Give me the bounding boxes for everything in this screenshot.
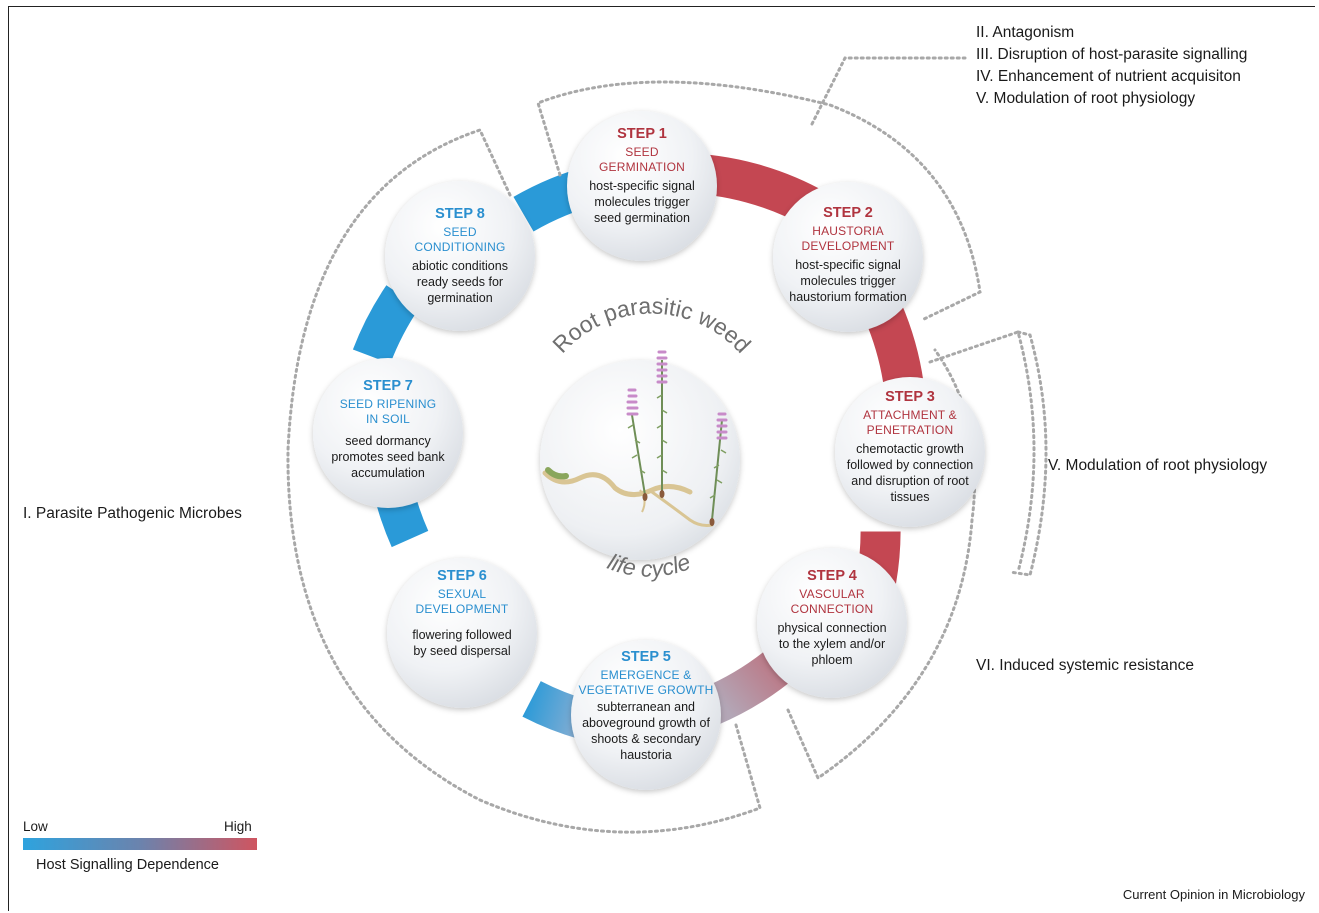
step-1-subtitle: SEED GERMINATION [599, 145, 685, 174]
bracket-top-right-leader [810, 56, 967, 126]
bracket-right-mid [928, 330, 1036, 574]
intervention-label-pathogenic-microbes: I. Parasite Pathogenic Microbes [23, 505, 242, 522]
step-4: STEP 4 VASCULAR CONNECTION physical conn… [750, 567, 914, 668]
step-6-title: STEP 6 [437, 568, 487, 584]
intervention-label-systemic-resistance: VI. Induced systemic resistance [976, 657, 1194, 674]
step-7-desc: seed dormancy promotes seed bank accumul… [331, 434, 445, 480]
intervention-label-antagonism: II. Antagonism [976, 24, 1075, 41]
step-6-subtitle: SEXUAL DEVELOPMENT [415, 587, 509, 616]
footer-credit: Current Opinion in Microbiology [1122, 887, 1305, 902]
intervention-label-root-physiology: V. Modulation of root physiology [1048, 457, 1268, 474]
step-8-title: STEP 8 [435, 206, 485, 222]
step-3-desc: chemotactic growth followed by connectio… [846, 442, 974, 504]
step-3-title: STEP 3 [885, 389, 935, 405]
step-circle-3 [835, 377, 985, 527]
step-8-subtitle: SEED CONDITIONING [414, 225, 506, 254]
step-2-subtitle: HAUSTORIA DEVELOPMENT [801, 224, 895, 253]
step-4-subtitle: VASCULAR CONNECTION [790, 587, 874, 616]
step-2-desc: host-specific signal molecules trigger h… [789, 258, 907, 304]
step-4-title: STEP 4 [807, 568, 857, 584]
center-panel: Root parasitic weed life cycle [540, 293, 756, 582]
step-7-title: STEP 7 [363, 378, 413, 394]
legend-title: Host Signalling Dependence [36, 857, 219, 873]
step-5: STEP 5 EMERGENCE & VEGETATIVE GROWTH sub… [564, 648, 728, 763]
legend-low-label: Low [23, 819, 48, 834]
step-7-subtitle: SEED RIPENING IN SOIL [339, 397, 437, 426]
center-title: Root parasitic weed [547, 293, 756, 358]
intervention-label-root-physiology-top: V. Modulation of root physiology [976, 90, 1196, 107]
step-5-desc: subterranean and aboveground growth of s… [582, 700, 710, 762]
step-circle-4 [757, 548, 907, 698]
step-1-title: STEP 1 [617, 126, 667, 142]
step-5-title: STEP 5 [621, 649, 671, 665]
figure-frame [8, 6, 1315, 911]
bracket-left [286, 128, 762, 834]
step-circle-8 [385, 181, 535, 331]
step-4-desc: physical connection to the xylem and/or … [777, 621, 887, 667]
step-2-title: STEP 2 [823, 205, 873, 221]
step-circle-6 [387, 558, 537, 708]
intervention-label-signalling: III. Disruption of host-parasite signall… [976, 46, 1248, 63]
step-circle-2 [773, 182, 923, 332]
step-circle-7 [313, 358, 463, 508]
bracket-top-right [536, 80, 982, 322]
legend-high-label: High [224, 819, 252, 834]
bracket-right-mid-inner [1008, 330, 1048, 577]
step-1-desc: host-specific signal molecules trigger s… [589, 179, 695, 225]
parasitic-weed-illustration [542, 350, 728, 527]
step-5-subtitle: EMERGENCE & VEGETATIVE GROWTH [578, 668, 714, 697]
step-circles [313, 111, 985, 790]
step-3: STEP 3 ATTACHMENT & PENETRATION chemotac… [828, 388, 992, 505]
legend-gradient-bar [23, 838, 257, 850]
step-7: STEP 7 SEED RIPENING IN SOIL seed dorman… [306, 377, 470, 481]
step-6-desc: flowering followed by seed dispersal [412, 628, 512, 658]
step-1: STEP 1 SEED GERMINATION host-specific si… [560, 125, 724, 226]
step-3-subtitle: ATTACHMENT & PENETRATION [863, 408, 957, 437]
step-6: STEP 6 SEXUAL DEVELOPMENT flowering foll… [380, 567, 544, 659]
step-circle-1 [567, 111, 717, 261]
step-2: STEP 2 HAUSTORIA DEVELOPMENT host-specif… [766, 204, 930, 305]
step-8: STEP 8 SEED CONDITIONING abiotic conditi… [378, 205, 542, 306]
step-circle-5 [571, 640, 721, 790]
intervention-label-nutrient: IV. Enhancement of nutrient acquisiton [976, 68, 1241, 85]
step-8-desc: abiotic conditions ready seeds for germi… [412, 259, 508, 305]
